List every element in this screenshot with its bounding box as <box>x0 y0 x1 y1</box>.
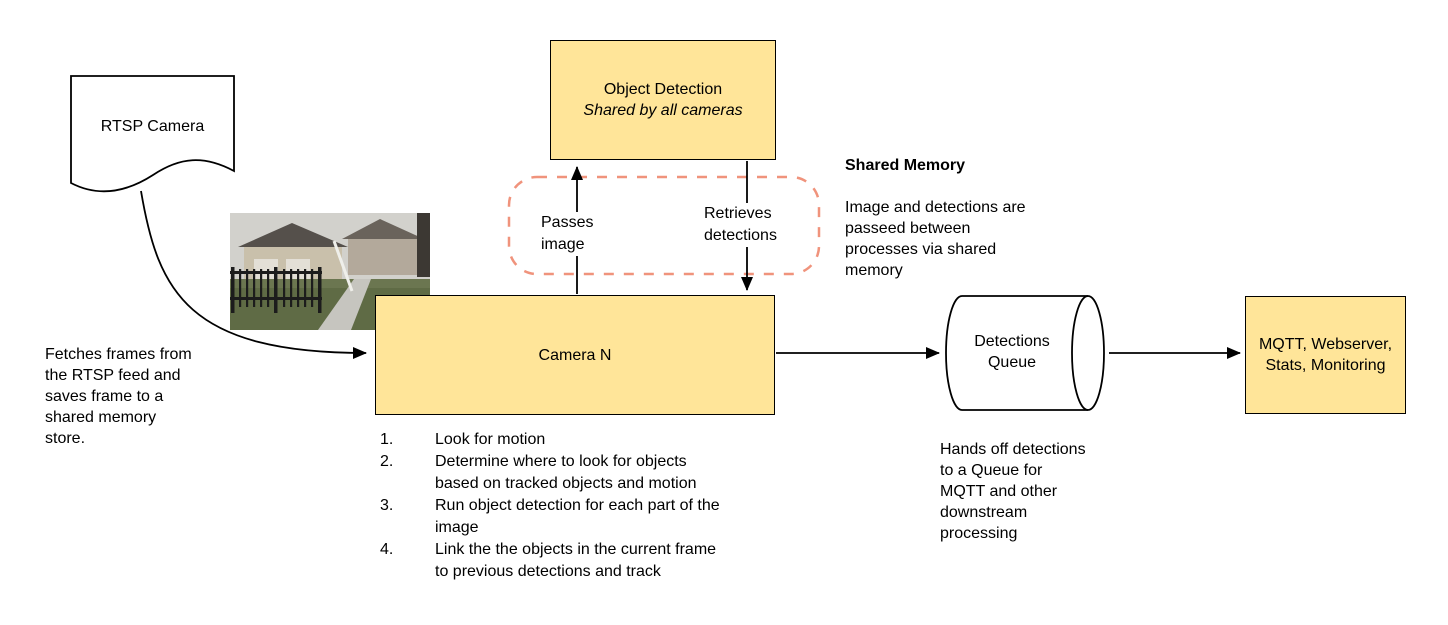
step-number: 2. <box>380 453 394 470</box>
handoff-note: Hands off detections to a Queue for MQTT… <box>940 441 1086 542</box>
rtsp-camera-shape <box>70 75 235 193</box>
camera-step-3: 3. Run object detection for each part of… <box>380 495 770 539</box>
camera-n-node: Camera N <box>375 295 775 415</box>
snapshot-sidewalk <box>318 279 371 330</box>
object-detection-title: Object Detection <box>603 81 723 98</box>
detections-queue-shape <box>945 295 1105 411</box>
object-detection-subtitle: Shared by all cameras <box>583 102 743 119</box>
step-number: 3. <box>380 497 394 514</box>
step-text: Link the the objects in the current fram… <box>435 541 717 580</box>
passes-image-label: Passes image <box>539 212 603 256</box>
edge-rtsp-to-camera-arrow <box>140 190 367 359</box>
step-text: Determine where to look for objects base… <box>435 453 697 492</box>
snapshot-fence <box>230 267 322 313</box>
shared-memory-note-body: Image and detections are passeed between… <box>845 199 1026 279</box>
camera-step-2: 2. Determine where to look for objects b… <box>380 451 770 495</box>
camera-steps-list: 1. Look for motion 2. Determine where to… <box>380 429 770 583</box>
camera-step-1: 1. Look for motion <box>380 429 770 451</box>
shared-memory-dashed-box <box>507 175 821 276</box>
snapshot-back-roof <box>342 219 424 239</box>
shared-memory-note: Shared Memory Image and detections are p… <box>845 134 1055 302</box>
shared-memory-note-title: Shared Memory <box>845 157 966 174</box>
snapshot-grass-strip <box>230 279 430 288</box>
snapshot-porch-post <box>417 213 430 277</box>
snapshot-back-house <box>348 237 418 275</box>
detections-queue-label: Detections Queue <box>974 333 1050 371</box>
step-number: 4. <box>380 541 394 558</box>
object-detection-node: Object Detection Shared by all cameras <box>550 40 776 160</box>
rtsp-camera-label: RTSP Camera <box>100 118 205 135</box>
outputs-node: MQTT, Webserver, Stats, Monitoring <box>1245 296 1406 414</box>
camera-n-label: Camera N <box>538 346 612 364</box>
step-number: 1. <box>380 431 394 448</box>
retrieves-detections-label: Retrieves detections <box>702 203 792 247</box>
step-text: Run object detection for each part of th… <box>435 497 720 536</box>
step-text: Look for motion <box>435 431 546 448</box>
snapshot-shed-roof <box>238 223 348 247</box>
fetch-frames-note: Fetches frames from the RTSP feed and sa… <box>45 346 192 447</box>
snapshot-pole <box>332 240 354 292</box>
camera-step-4: 4. Link the the objects in the current f… <box>380 539 770 583</box>
outputs-label: MQTT, Webserver, Stats, Monitoring <box>1258 336 1393 374</box>
